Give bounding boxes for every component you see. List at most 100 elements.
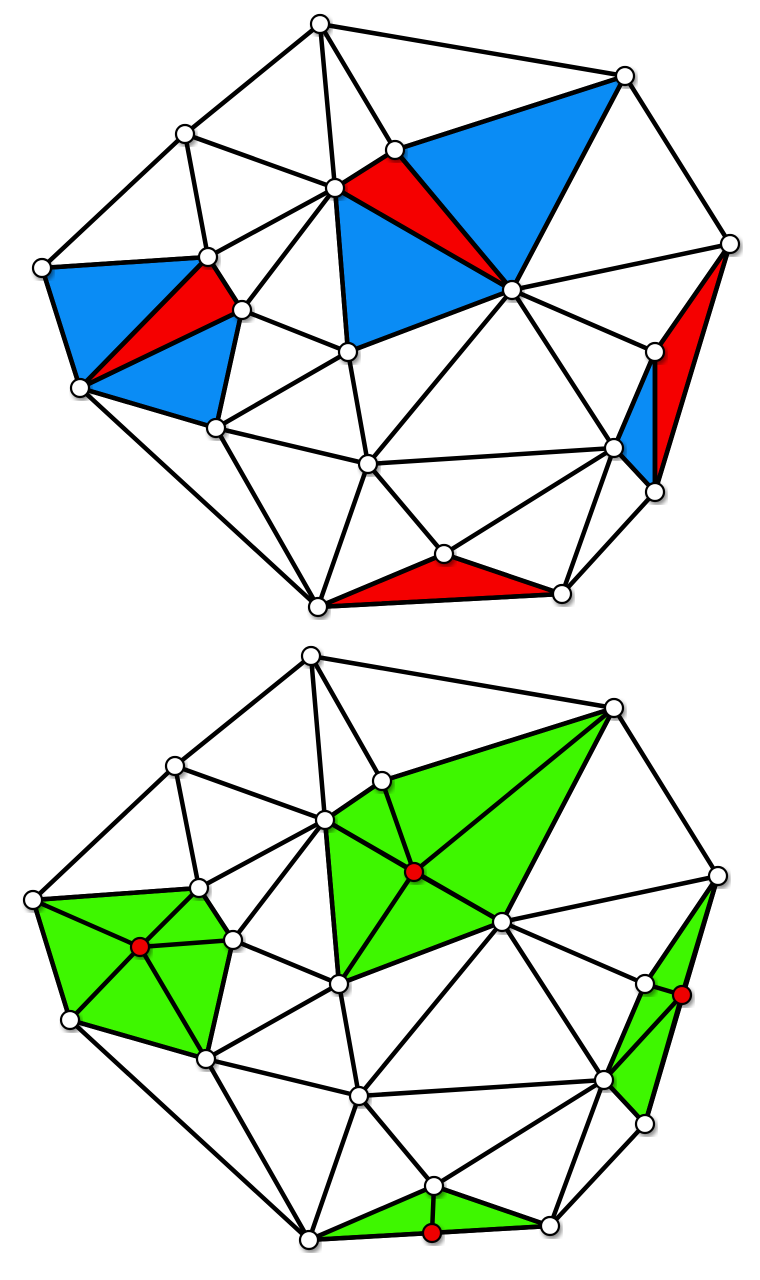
top-edge-23 [77, 307, 245, 391]
bottom-edge-15 [499, 873, 721, 925]
bottom-edge-0 [308, 653, 617, 711]
top-edge-35 [77, 385, 321, 610]
top-vertex-4 [324, 177, 346, 199]
bottom-edge-4 [379, 705, 617, 784]
top-edge-4 [392, 73, 628, 153]
bottom-edge-6 [611, 705, 721, 879]
bottom-vertex-15 [593, 1069, 615, 1091]
bottom-edge-33 [203, 1056, 312, 1243]
bottom-edge-36 [356, 1093, 437, 1189]
top-vertex-15 [603, 437, 625, 459]
bottom-vertex-9 [491, 911, 513, 933]
top-edge-19 [39, 254, 211, 271]
bottom-edge-18 [30, 885, 202, 903]
bottom-edge-8 [172, 763, 328, 823]
bottom-edge-3 [308, 653, 328, 823]
top-vertex-14 [357, 453, 379, 475]
top-vertex-11 [644, 341, 666, 363]
bottom-edge-13 [230, 817, 328, 943]
top-edge-34 [77, 385, 219, 431]
bottom-edge-14 [322, 817, 342, 987]
top-vertex-16 [644, 481, 666, 503]
top-edge-10 [332, 147, 398, 191]
bottom-edge-57 [306, 1230, 435, 1243]
top-edge-8 [182, 131, 338, 191]
bottom-edge-35 [306, 1093, 362, 1243]
top-edge-2 [317, 21, 398, 153]
bottom-edge-12 [196, 817, 328, 891]
top-edge-13 [205, 185, 338, 260]
bottom-edge-34 [356, 1077, 607, 1099]
top-edge-20 [39, 265, 83, 391]
top-edge-15 [332, 185, 351, 355]
top-edge-14 [239, 185, 338, 313]
bottom-vertex-18 [298, 1229, 320, 1251]
bottom-edge-20 [196, 885, 236, 943]
bottom-edge-5 [499, 705, 617, 925]
top-edge-0 [317, 21, 628, 79]
bottom-triangulation [22, 645, 729, 1251]
top-vertex-19 [551, 583, 573, 605]
top-edge-1 [182, 21, 323, 137]
bottom-red-vertex-21 [403, 861, 425, 883]
top-edge-36 [213, 425, 371, 467]
bottom-red-vertex-23 [421, 1222, 443, 1244]
top-edge-16 [509, 241, 733, 293]
top-vertex-1 [614, 65, 636, 87]
top-vertex-9 [501, 279, 523, 301]
bottom-vertex-19 [539, 1215, 561, 1237]
top-edge-5 [509, 73, 628, 293]
bottom-vertex-4 [314, 809, 336, 831]
top-vertex-13 [205, 417, 227, 439]
bottom-edge-43 [137, 885, 202, 950]
bottom-edge-24 [356, 919, 505, 1099]
bottom-edge-25 [499, 919, 607, 1083]
top-vertex-10 [337, 341, 359, 363]
top-edge-25 [239, 307, 351, 355]
top-edge-39 [315, 461, 371, 610]
bottom-vertex-0 [300, 645, 322, 667]
bottom-edge-40 [547, 1121, 648, 1229]
bottom-edge-42 [30, 897, 143, 950]
top-edge-9 [182, 131, 211, 260]
bottom-red-vertex-20 [129, 936, 151, 958]
bottom-edge-31 [67, 1017, 312, 1243]
bottom-edge-49 [411, 705, 617, 875]
top-edge-27 [365, 287, 515, 467]
bottom-edge-19 [30, 897, 73, 1023]
top-edge-45 [315, 551, 447, 610]
top-edge-26 [345, 287, 515, 355]
top-edge-40 [365, 461, 447, 557]
bottom-vertex-11 [634, 973, 656, 995]
bottom-edge-46 [137, 944, 209, 1062]
top-vertex-3 [384, 139, 406, 161]
top-edge-17 [652, 241, 733, 355]
bottom-green-face-2 [601, 873, 721, 1127]
bottom-edge-38 [431, 1077, 607, 1189]
bottom-vertex-12 [59, 1009, 81, 1031]
top-edge-12 [332, 185, 515, 293]
top-edge-44 [559, 489, 658, 597]
top-vertex-5 [719, 233, 741, 255]
bottom-edge-2 [308, 653, 385, 784]
top-edge-22 [77, 254, 211, 391]
bottom-edge-30 [67, 1017, 209, 1062]
bottom-edge-48 [322, 817, 417, 875]
top-vertex-12 [69, 377, 91, 399]
bottom-vertex-16 [634, 1113, 656, 1135]
top-edge-28 [509, 287, 617, 451]
bottom-edge-26 [499, 919, 648, 987]
bottom-edge-28 [336, 981, 362, 1099]
top-edge-46 [441, 551, 565, 597]
bottom-edge-16 [642, 873, 721, 987]
top-edge-7 [39, 131, 188, 271]
top-vertex-8 [231, 299, 253, 321]
top-edge-29 [509, 287, 658, 355]
top-vertex-6 [31, 257, 53, 279]
bottom-edge-51 [336, 869, 417, 987]
bottom-edge-39 [547, 1077, 607, 1229]
top-vertex-7 [197, 246, 219, 268]
top-edge-31 [345, 349, 371, 467]
